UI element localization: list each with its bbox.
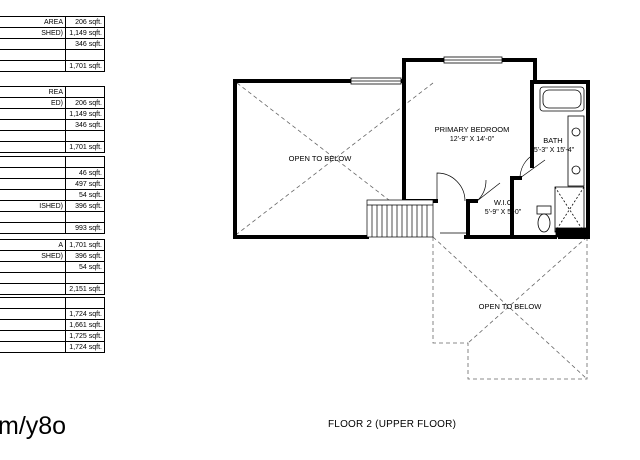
bath-dims: 5'-3" X 15'-4" [534,147,575,154]
table-row [0,272,105,284]
watermark-text: m/y8o [0,412,67,440]
windows [350,56,503,85]
area-table-5: 1,724 sqft. 1,661 sqft. 1,725 sqft. 1,72… [0,297,105,353]
table-row: 1,701 sqft. [0,141,105,153]
open-to-below-bottom-area [432,236,588,380]
primary-bedroom-dims: 12'-9" X 14'-0" [450,136,495,143]
primary-bedroom-label: PRIMARY BEDROOM [435,125,510,134]
table-row [0,156,105,168]
area-table-3: 46 sqft. 497 sqft. 54 sqft. ISHED)396 sq… [0,156,105,234]
table-row: 993 sqft. [0,222,105,234]
wic-dims: 5'-9" X 5'-0" [485,209,522,216]
bath-fixtures [536,86,587,238]
doors [436,156,546,234]
table-row: 1,725 sqft. [0,330,105,342]
table-row [0,49,105,61]
open-to-below-left-label: OPEN TO BELOW [289,154,353,163]
table-row: 497 sqft. [0,178,105,190]
table-row: ED)206 sqft. [0,97,105,109]
stairs [366,199,434,238]
open-to-below-bottom-label: OPEN TO BELOW [479,302,543,311]
area-table-2: REA ED)206 sqft. 1,149 sqft. 346 sqft. 1… [0,86,105,153]
table-row: 2,151 sqft. [0,283,105,295]
table-row: REA [0,86,105,98]
floor-caption: FLOOR 2 (UPPER FLOOR) [328,419,457,430]
table-row: 46 sqft. [0,167,105,179]
table-row: 1,701 sqft. [0,60,105,72]
table-row: 1,724 sqft. [0,308,105,320]
wic-label: W.I.C [494,198,513,207]
bath-label: BATH [543,136,562,145]
table-row: 1,149 sqft. [0,108,105,120]
table-row [0,211,105,223]
table-row: 1,724 sqft. [0,341,105,353]
